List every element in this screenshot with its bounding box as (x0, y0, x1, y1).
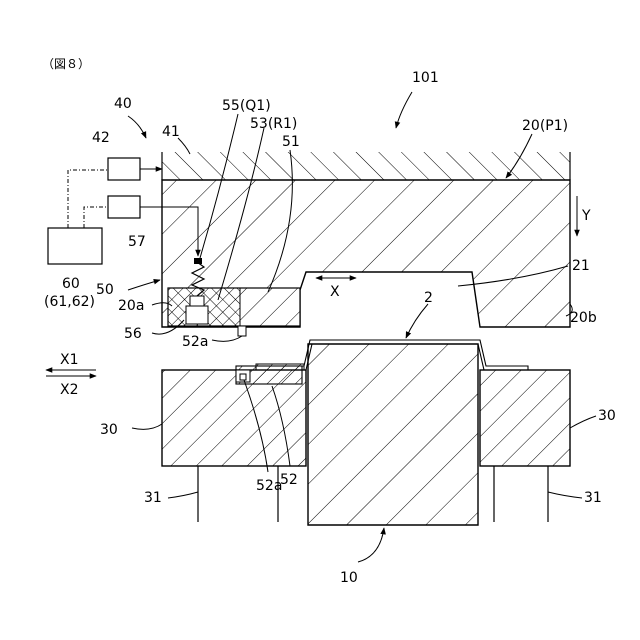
label-41: 41 (162, 124, 180, 140)
support-31-right (494, 466, 548, 522)
label-x1: X1 (60, 352, 79, 368)
label-y: Y (581, 208, 591, 224)
label-31-left: 31 (144, 490, 162, 506)
figure-label: （図８） (42, 57, 90, 71)
label-x: X (330, 284, 340, 300)
label-56: 56 (124, 326, 142, 342)
label-20a: 20a (118, 298, 144, 314)
lower-mold-10 (308, 344, 478, 525)
label-55-q1: 55(Q1) (222, 98, 271, 114)
label-61-62: (61,62) (44, 294, 95, 310)
label-52a-top: 52a (182, 334, 208, 350)
label-60: 60 (62, 276, 80, 292)
label-2: 2 (424, 290, 433, 306)
box-60 (48, 228, 102, 264)
label-101: 101 (412, 70, 439, 86)
label-52a-bottom: 52a (256, 478, 282, 494)
label-31-right: 31 (584, 490, 602, 506)
label-30-left: 30 (100, 422, 118, 438)
label-10: 10 (340, 570, 358, 586)
arrow-x1-x2 (46, 370, 96, 376)
spring-cap (194, 258, 202, 264)
label-40: 40 (114, 96, 132, 112)
label-53-r1: 53(R1) (250, 116, 297, 132)
label-20b: 20b (570, 310, 597, 326)
label-57: 57 (128, 234, 146, 250)
label-x2: X2 (60, 382, 79, 398)
box-57 (108, 196, 140, 218)
insert-block-51 (168, 288, 300, 336)
label-51: 51 (282, 134, 300, 150)
label-30-right: 30 (598, 408, 616, 424)
label-21: 21 (572, 258, 590, 274)
part-52 (236, 366, 302, 384)
support-31-left (198, 466, 278, 522)
label-20-p1: 20(P1) (522, 118, 568, 134)
label-42: 42 (92, 130, 110, 146)
lower-block-30-right (480, 370, 570, 466)
label-52: 52 (280, 472, 298, 488)
label-50: 50 (96, 282, 114, 298)
box-42 (108, 158, 140, 180)
